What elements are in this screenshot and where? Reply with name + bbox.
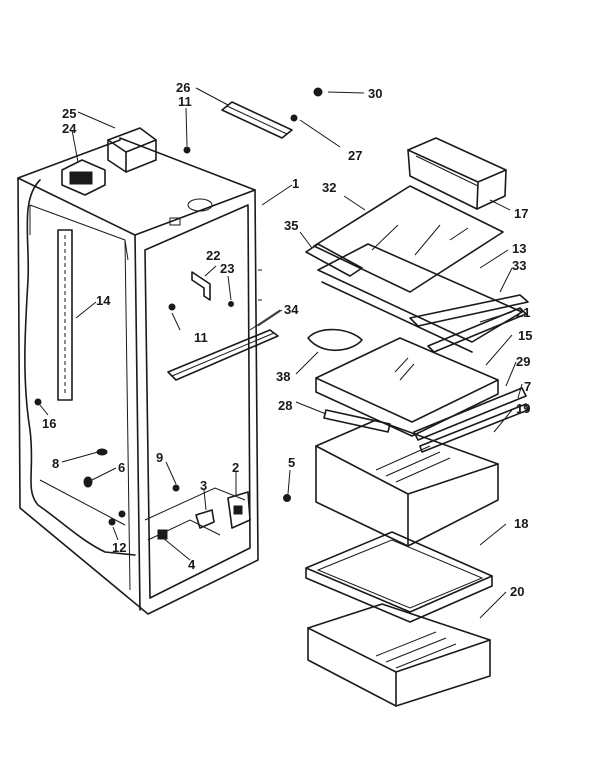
callout-12: 12 [112,540,126,555]
callout-2: 2 [232,460,239,475]
shelf-parts [305,137,529,707]
callout-14: 14 [96,293,111,308]
callout-labels: 25 24 26 11 30 27 1 32 17 35 13 22 33 23… [42,80,532,599]
callout-23: 23 [220,261,234,276]
callout-11-top: 11 [178,94,192,109]
callout-33: 33 [512,258,526,273]
callout-25: 25 [62,106,76,121]
callout-21: 21 [516,305,530,320]
callout-13: 13 [512,241,526,256]
callout-28: 28 [278,398,292,413]
callout-35: 35 [284,218,298,233]
callout-38: 38 [276,369,290,384]
callout-17: 17 [514,206,528,221]
callout-3: 3 [200,478,207,493]
callout-32: 32 [322,180,336,195]
liner-hardware [34,87,323,540]
callout-26: 26 [176,80,190,95]
callout-7: 7 [524,379,531,394]
callout-9: 9 [156,450,163,465]
callout-30: 30 [368,86,382,101]
callout-34: 34 [284,302,299,317]
cabinet-liner [17,137,262,615]
callout-4: 4 [188,557,196,572]
callout-20: 20 [510,584,524,599]
callout-18: 18 [514,516,528,531]
callout-29: 29 [516,354,530,369]
callout-15: 15 [518,328,532,343]
callout-6: 6 [118,460,125,475]
callout-5: 5 [288,455,295,470]
callout-27: 27 [348,148,362,163]
callout-1: 1 [292,176,299,191]
callout-11: 11 [194,330,208,345]
leader-lines [39,87,523,619]
callout-8: 8 [52,456,59,471]
callout-19: 19 [516,401,530,416]
callout-24: 24 [62,121,77,136]
callout-16: 16 [42,416,56,431]
callout-22: 22 [206,248,220,263]
